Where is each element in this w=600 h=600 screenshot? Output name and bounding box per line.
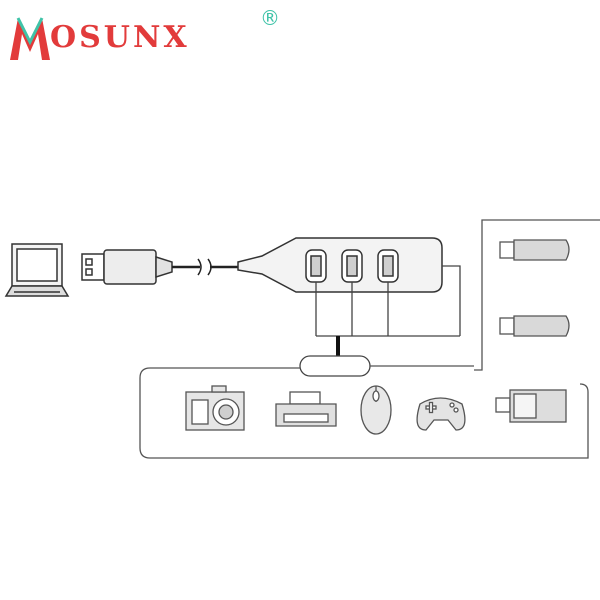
device-group-box xyxy=(139,367,589,459)
card-reader-icon xyxy=(495,389,567,423)
mouse-icon xyxy=(360,385,392,435)
logo-m-icon xyxy=(10,17,50,60)
camera-icon xyxy=(185,385,245,431)
usb-hub-icon xyxy=(237,237,443,293)
port-connection-lines xyxy=(315,265,461,358)
hub-port-3 xyxy=(377,249,399,283)
right-group-bracket xyxy=(474,219,600,371)
gamepad-icon xyxy=(416,397,466,431)
usb-flash-drive-icon xyxy=(499,315,570,337)
usb-cable xyxy=(172,258,238,276)
hub-port-1 xyxy=(305,249,327,283)
hub-port-2 xyxy=(341,249,363,283)
junction-connector xyxy=(299,355,371,377)
brand-name: OSUNX xyxy=(50,20,190,55)
laptop-icon xyxy=(4,243,70,297)
usb-plug-icon xyxy=(81,249,173,285)
brand-logo: OSUNX ® xyxy=(8,6,288,66)
printer-icon xyxy=(275,391,337,427)
usb-flash-drive-icon xyxy=(499,239,570,261)
registered-mark: ® xyxy=(260,6,280,30)
